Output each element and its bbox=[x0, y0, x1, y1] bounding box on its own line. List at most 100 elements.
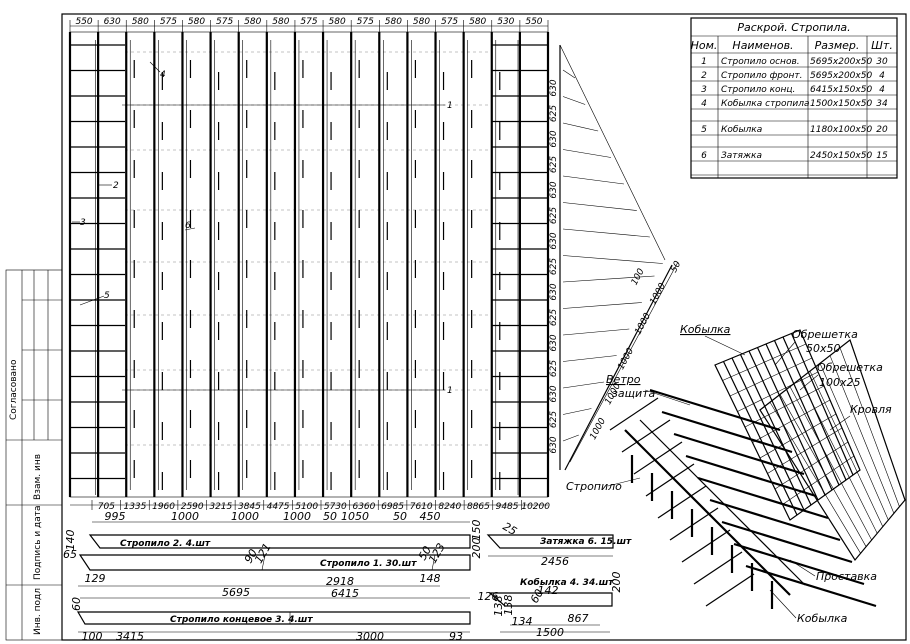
detail-dim-label: 142 bbox=[538, 584, 559, 597]
iso-label-kobylka-bot: Кобылка bbox=[797, 612, 848, 625]
plan-grid bbox=[125, 51, 492, 446]
iso-rafter bbox=[733, 542, 865, 586]
slope-rafter bbox=[562, 434, 579, 442]
iso-label-obreshetka-1: Обрешетка bbox=[792, 328, 858, 341]
bottom-dim-label: 5730 bbox=[324, 502, 347, 512]
iso-rafter-tail bbox=[621, 419, 671, 453]
table-cell: Стропило конц. bbox=[721, 85, 795, 95]
bottom-dim-label: 4475 bbox=[267, 502, 290, 512]
iso-label-obreshetka-2: Обрешетка bbox=[817, 361, 883, 374]
lattice-batten bbox=[752, 399, 831, 443]
bottom-dim-label: 6985 bbox=[381, 502, 404, 512]
iso-label-stropilo: Стропило bbox=[566, 480, 622, 493]
top-dim-label: 575 bbox=[160, 17, 177, 27]
iso-rafter-tail bbox=[633, 441, 683, 475]
roof-sheet-line bbox=[769, 402, 861, 554]
detail-dim-label: 134 bbox=[512, 615, 533, 628]
bottom-dim-label: 5100 bbox=[295, 502, 318, 512]
table-cell: 5 bbox=[701, 125, 707, 135]
title-vzam-inv: Взам. инв bbox=[33, 454, 43, 500]
callout-2: 2 bbox=[113, 181, 119, 191]
top-dim-label: 530 bbox=[497, 17, 514, 27]
detail-dim-label: 126 bbox=[478, 590, 499, 603]
slope-dim-label: 625 bbox=[549, 258, 559, 275]
detail-dim-label: 60 bbox=[528, 587, 546, 606]
detail-label-kobylka-4: Кобылка 4. 34.шт bbox=[520, 577, 614, 588]
callout-1b: 1 bbox=[447, 386, 453, 396]
callout-4: 4 bbox=[160, 70, 166, 80]
detail-dim-label: 50 bbox=[393, 510, 407, 523]
table-cell: 5695x200x50 bbox=[810, 71, 872, 81]
table-header: Размер. bbox=[815, 39, 860, 52]
detail-dim-label: 995 bbox=[105, 510, 126, 523]
detail-dim-label: 200 bbox=[470, 538, 483, 559]
table-cell: 2450x150x50 bbox=[810, 151, 872, 161]
detail-dim-label: 100 bbox=[82, 630, 103, 643]
table-cell: 34 bbox=[876, 99, 888, 109]
detail-dim-label: 140 bbox=[64, 530, 77, 551]
iso-rafter-tail bbox=[669, 507, 719, 541]
iso-rafter bbox=[673, 432, 805, 476]
bottom-dim-label: 1960 bbox=[152, 502, 175, 512]
slope-dim-label: 630 bbox=[549, 79, 559, 96]
detail-label-zatyazhka-6: Затяжка 6. 15.шт bbox=[540, 537, 632, 547]
slope-dim-label: 625 bbox=[549, 411, 559, 428]
iso-beam bbox=[624, 429, 791, 596]
iso-label-krovlya: Кровля bbox=[850, 403, 892, 416]
slope-dim-label: 625 bbox=[549, 207, 559, 224]
detail-dim-label: 2918 bbox=[326, 575, 354, 588]
slope-dim-label: 625 bbox=[549, 156, 559, 173]
detail-dim-label: 200 bbox=[610, 572, 623, 593]
roof-slope-view: 6306256306256306256306256306256306256306… bbox=[549, 44, 683, 471]
top-dim-label: 580 bbox=[413, 17, 430, 27]
slope-rafter bbox=[562, 302, 642, 309]
detail-dim-label: 6415 bbox=[331, 587, 359, 600]
table-cell: 4 bbox=[879, 71, 885, 81]
title-block: Согласовано Взам. инв Подпись и дата Инв… bbox=[5, 269, 63, 641]
top-dim-label: 580 bbox=[469, 17, 486, 27]
table-cell: 2 bbox=[701, 71, 707, 81]
table-cell: 6 bbox=[701, 151, 707, 161]
slope-rafter bbox=[562, 122, 599, 132]
slope-dim-label: 630 bbox=[549, 334, 559, 351]
detail-dim-label: 1000 bbox=[283, 510, 311, 523]
title-podpis-data: Подпись и дата bbox=[33, 505, 43, 580]
iso-rafter-tail bbox=[693, 551, 743, 585]
table-cell: Кобылка bbox=[721, 125, 762, 135]
iso-label-obreshetka-2-size: 100x25 bbox=[819, 376, 861, 389]
table-cell: 1 bbox=[701, 57, 707, 67]
detail-dim-label: 50 bbox=[416, 544, 434, 563]
slope-rafter bbox=[562, 355, 617, 362]
callout-6: 6 bbox=[185, 221, 191, 231]
iso-label-obreshetka-1-size: 50x50 bbox=[806, 342, 841, 355]
slope-rafter bbox=[562, 328, 630, 336]
slope-rafter bbox=[562, 275, 655, 283]
table-cell: 15 bbox=[876, 151, 888, 161]
table-cell: 4 bbox=[701, 99, 707, 109]
detail-dim-label: 1000 bbox=[171, 510, 199, 523]
top-dim-label: 575 bbox=[216, 17, 233, 27]
detail-label-stropilo-1: Стропило 1. 30.шт bbox=[320, 559, 417, 569]
slope-rafter bbox=[562, 228, 650, 238]
callout-1a: 1 bbox=[447, 101, 453, 111]
table-title: Раскрой. Стропила. bbox=[737, 21, 850, 34]
detail-label-stropilo-3: Стропило концевое 3. 4.шт bbox=[170, 615, 313, 625]
bottom-dim-label: 2590 bbox=[181, 502, 204, 512]
roof-sheet-line bbox=[819, 363, 889, 521]
bottom-dim-label: 8865 bbox=[467, 502, 490, 512]
side-purlins bbox=[70, 40, 548, 495]
bottom-dim-label: 6360 bbox=[352, 502, 375, 512]
detail-dim-label: 138 bbox=[502, 595, 515, 616]
detail-dim-label: 150 bbox=[470, 520, 483, 541]
detail-dim-label: 2456 bbox=[541, 555, 569, 568]
top-dim-label: 550 bbox=[525, 17, 542, 27]
detail-dim-label: 1050 bbox=[341, 510, 369, 523]
slope-rafter bbox=[562, 149, 612, 158]
table-cell: 1500x150x50 bbox=[810, 99, 872, 109]
bottom-dim-label: 3845 bbox=[238, 502, 261, 512]
roof-sheet-line bbox=[809, 370, 884, 527]
roof-sheet-line bbox=[829, 355, 895, 514]
